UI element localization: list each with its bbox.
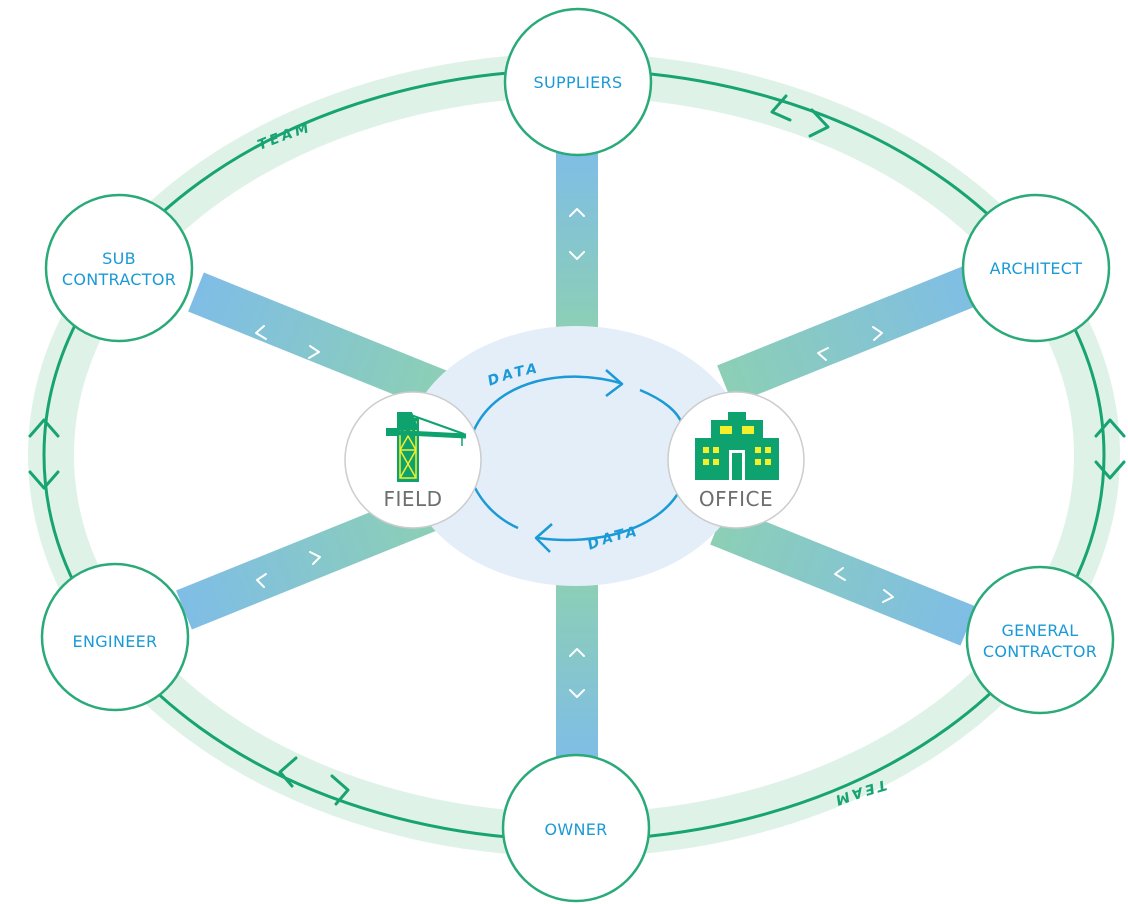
spoke-lower-right-chevrons	[834, 567, 894, 603]
field-label: FIELD	[383, 487, 442, 511]
spoke-upper-left	[188, 272, 447, 410]
node-general-contractor-label-line1: GENERAL	[1001, 621, 1078, 640]
node-general-contractor: GENERAL CONTRACTOR	[965, 565, 1115, 715]
crane-icon	[385, 412, 467, 482]
node-sub-contractor-label-line2: CONTRACTOR	[62, 270, 176, 289]
ring-arrow-right	[1094, 418, 1126, 480]
ring-arrow-bottom-left	[278, 756, 350, 806]
node-suppliers-label: SUPPLIERS	[534, 73, 623, 92]
office-building-icon	[695, 412, 779, 480]
data-flow-bottom	[537, 489, 682, 542]
ring-arrow-left	[28, 418, 60, 490]
spoke-top-chevrons	[569, 208, 585, 260]
ring-arrow-top-right	[770, 94, 830, 138]
node-suppliers: SUPPLIERS	[503, 7, 653, 157]
data-flow-bottom-arrowhead	[534, 523, 553, 553]
spoke-bottom	[556, 582, 598, 758]
data-flow-left	[472, 485, 519, 530]
data-flow-top-arrowhead	[605, 369, 624, 397]
data-center	[404, 326, 748, 586]
spoke-top	[556, 150, 598, 330]
office-label: OFFICE	[699, 487, 773, 511]
node-owner-label: OWNER	[544, 820, 607, 839]
node-sub-contractor-label-line1: SUB	[102, 249, 136, 268]
spoke-lower-right	[710, 505, 977, 646]
node-general-contractor-label-line2: CONTRACTOR	[983, 642, 1097, 661]
spoke-upper-right-chevrons	[817, 326, 883, 361]
node-architect-label: ARCHITECT	[990, 259, 1083, 278]
node-architect: ARCHITECT	[961, 193, 1111, 343]
spoke-lower-left	[176, 490, 439, 630]
spoke-upper-right	[717, 262, 989, 405]
spoke-bottom-chevrons	[569, 648, 585, 698]
field-hub: FIELD	[344, 391, 482, 529]
node-owner: OWNER	[501, 753, 651, 903]
data-flow-top	[472, 375, 621, 431]
office-hub: OFFICE	[667, 391, 805, 529]
node-sub-contractor: SUB CONTRACTOR	[44, 193, 194, 343]
spoke-upper-left-chevrons	[255, 325, 320, 359]
node-engineer: ENGINEER	[40, 562, 190, 712]
spoke-lower-left-chevrons	[256, 551, 321, 588]
node-engineer-label: ENGINEER	[73, 632, 158, 651]
